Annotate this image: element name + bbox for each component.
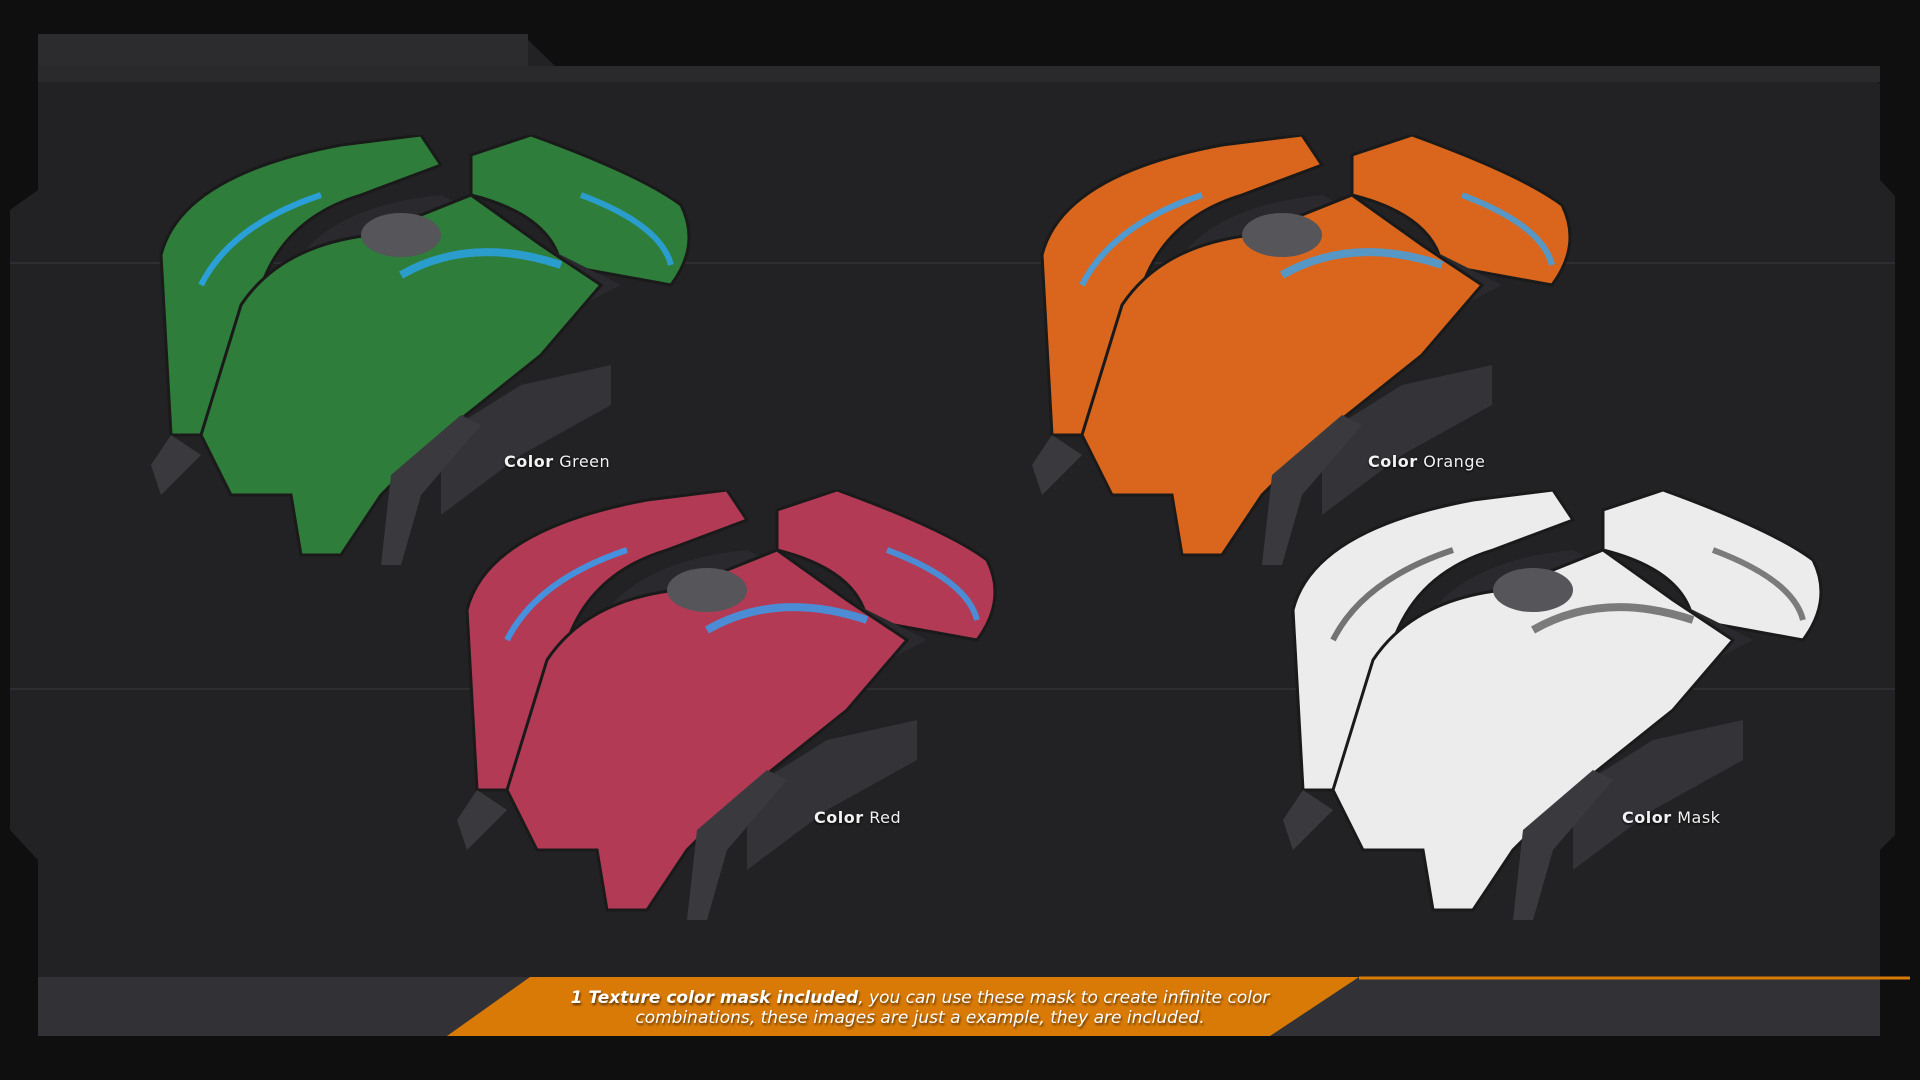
label-color-name: Red: [869, 808, 902, 827]
banner-background: [447, 977, 1359, 1036]
ship-hull: [457, 490, 997, 920]
banner-text-line2: combinations, these images are just a ex…: [635, 1008, 1205, 1028]
ship-hull: [1032, 135, 1572, 565]
banner-text-rest: , you can use these mask to create infin…: [858, 988, 1270, 1008]
panel-header-strip: [38, 66, 1880, 82]
label-prefix: Color: [814, 808, 864, 827]
label-prefix: Color: [504, 452, 554, 471]
label-color-name: Green: [559, 452, 611, 471]
label-prefix: Color: [1622, 808, 1672, 827]
label-mask: Color Mask: [1622, 808, 1720, 827]
banner-bold-text: 1 Texture color mask included: [570, 988, 859, 1008]
ship-hull: [151, 135, 691, 565]
ship-orange: [1032, 135, 1572, 565]
label-color-name: Mask: [1677, 808, 1721, 827]
ship-hull: [1283, 490, 1823, 920]
label-green: Color Green: [504, 452, 610, 471]
ship-red: [457, 490, 997, 920]
label-red: Color Red: [814, 808, 901, 827]
label-prefix: Color: [1368, 452, 1418, 471]
label-orange: Color Orange: [1368, 452, 1485, 471]
banner-text: 1 Texture color mask included, you can u…: [540, 988, 1300, 1028]
ship-mask: [1283, 490, 1823, 920]
label-color-name: Orange: [1423, 452, 1486, 471]
ship-green: [151, 135, 691, 565]
